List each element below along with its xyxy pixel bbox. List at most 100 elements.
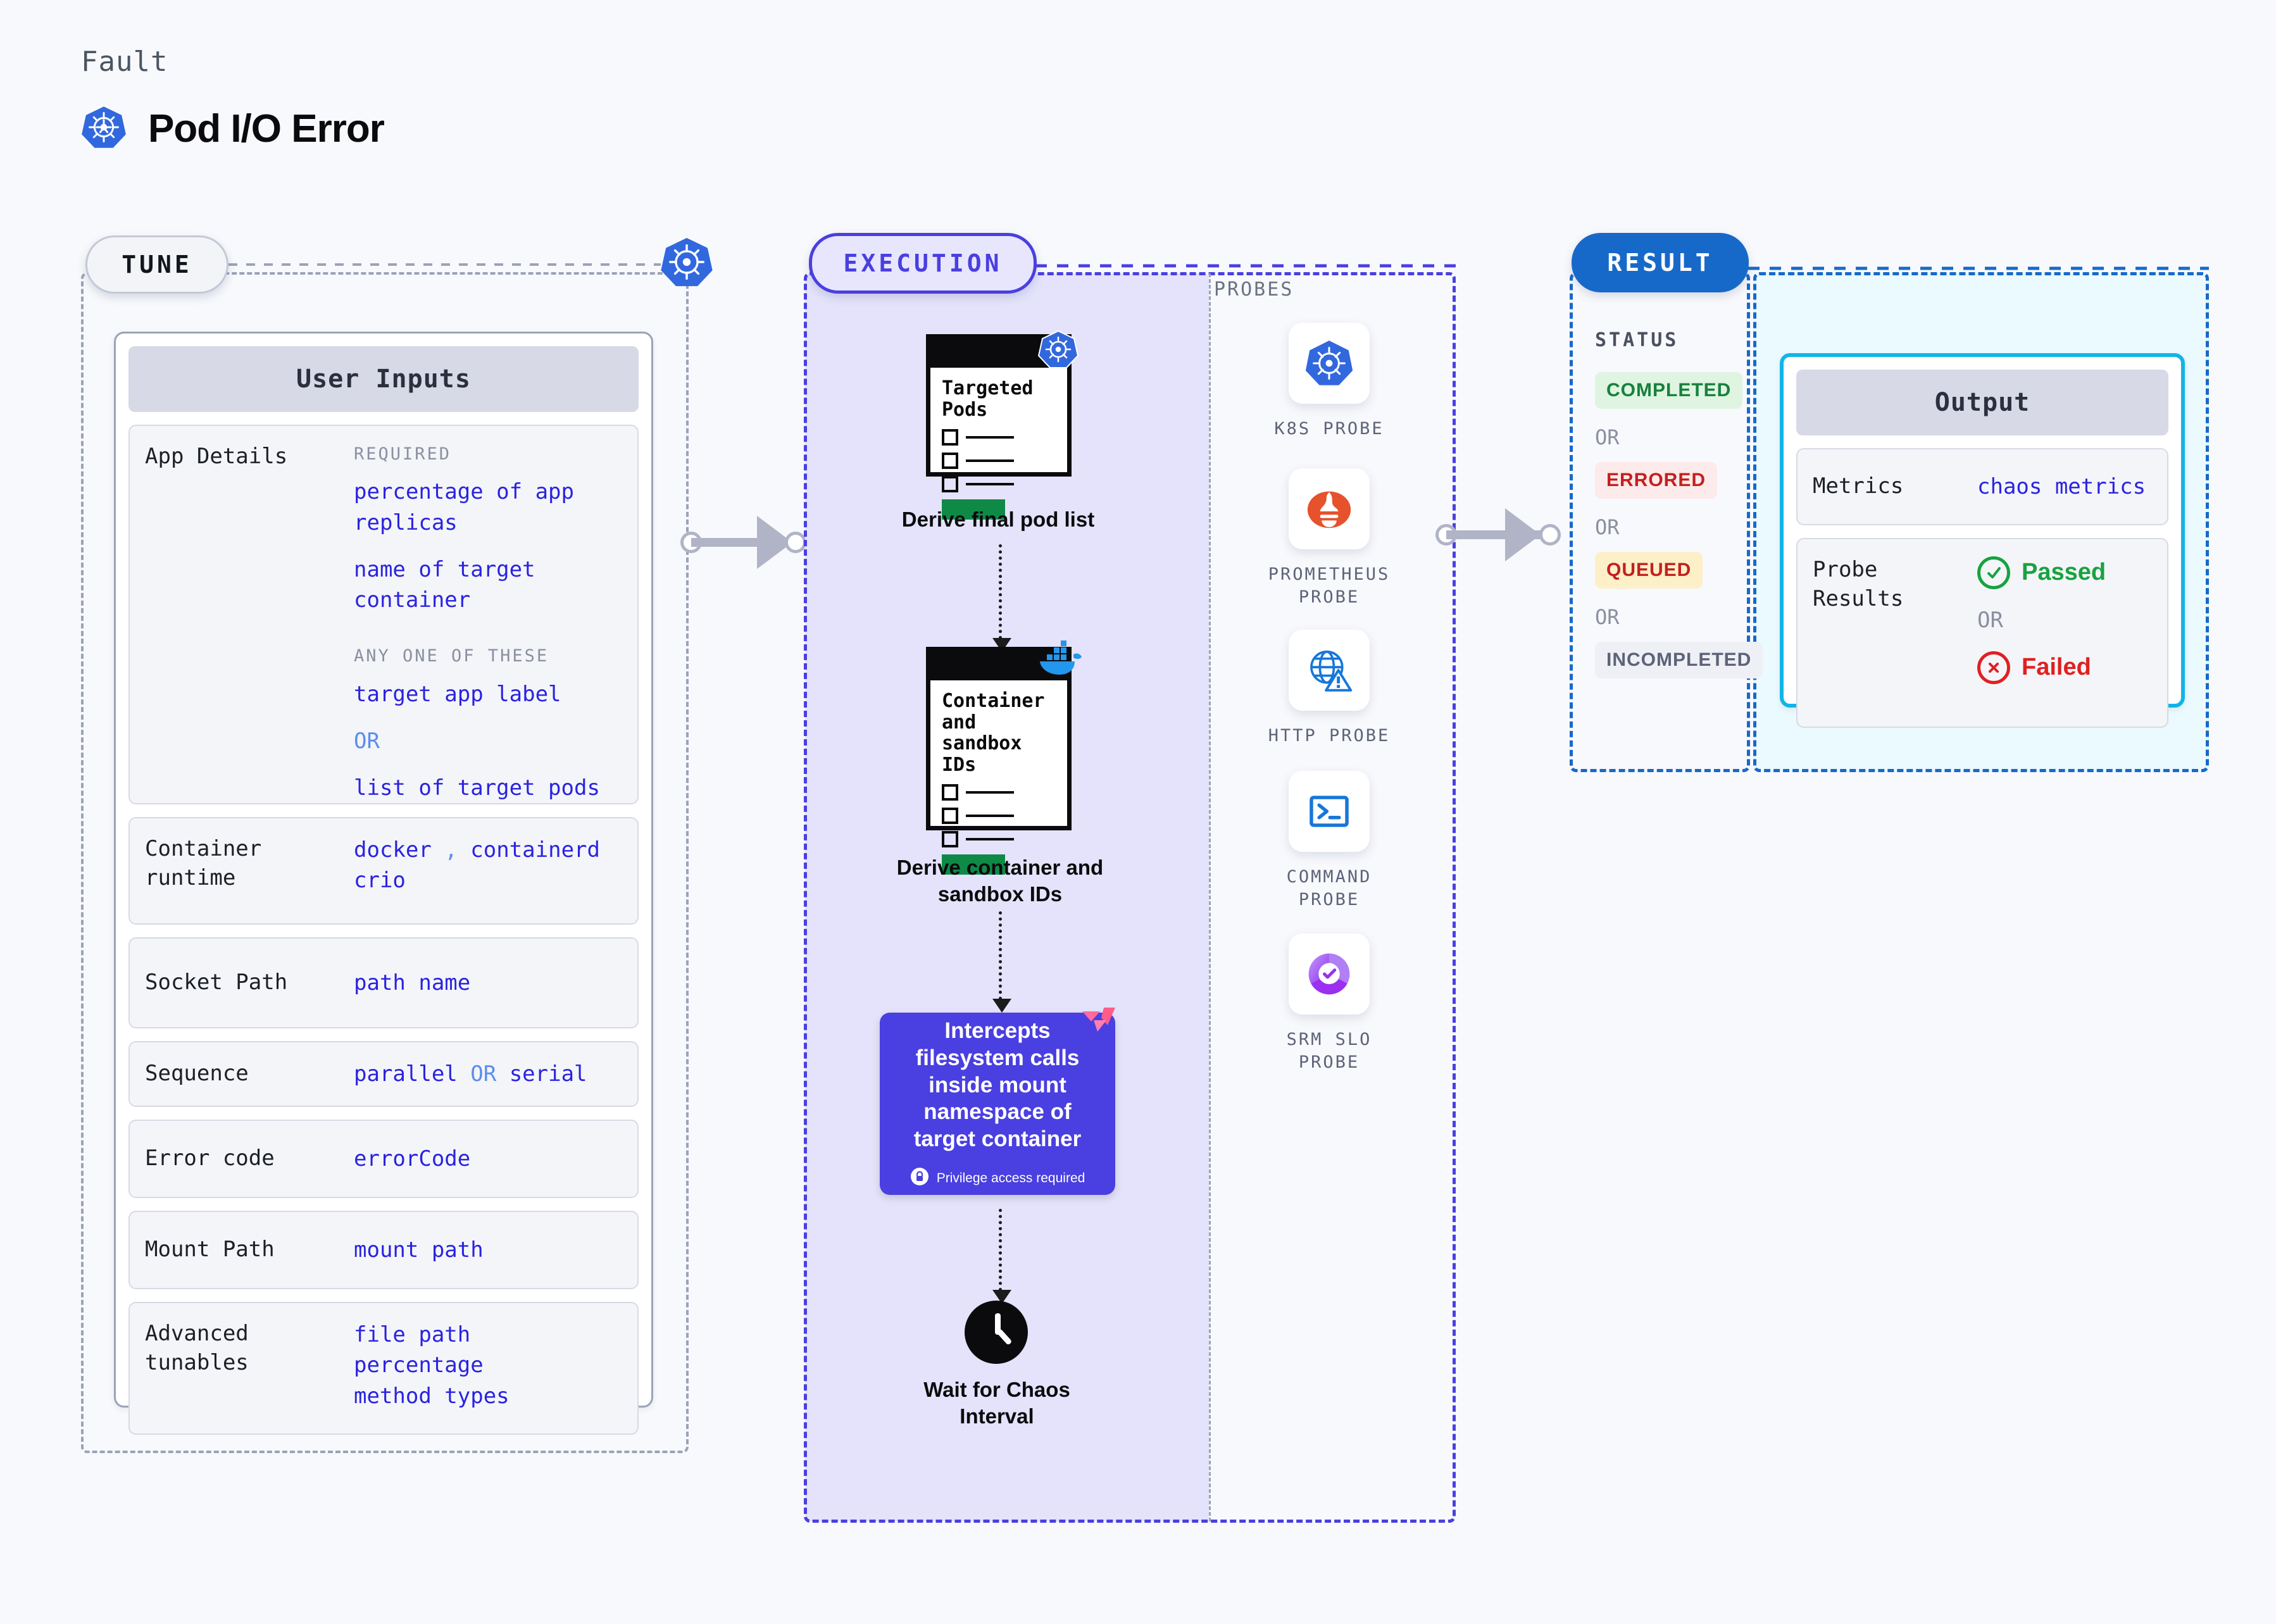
docker-icon [1037, 638, 1085, 677]
checkbox-icon [942, 476, 958, 493]
output-card-title: Output [1796, 370, 2168, 435]
probe-item-http[interactable]: HTTP PROBE [1263, 630, 1396, 747]
status-badge-errored: ERRORED [1595, 462, 1718, 499]
terminal-icon [1289, 771, 1370, 852]
fault-eyebrow-label: Fault [81, 46, 168, 78]
chaos-description: Intercepts filesystem calls inside mount… [913, 1018, 1082, 1152]
field-label: Container runtime [145, 836, 262, 890]
value-containerd: containerd [470, 837, 600, 863]
line-placeholder [966, 459, 1014, 463]
status-badge-incompleted: INCOMPLETED [1595, 642, 1763, 678]
checkbox-icon [942, 429, 958, 446]
field-advanced-tunables[interactable]: Advanced tunables file path percentage m… [128, 1302, 639, 1435]
status-or-2: OR [1595, 515, 1620, 539]
status-section-label: STATUS [1595, 329, 1679, 351]
kubernetes-icon [1289, 323, 1370, 404]
probe-item-prometheus[interactable]: PROMETHEUS PROBE [1263, 468, 1396, 609]
any-one-caption: ANY ONE OF THESE [354, 646, 549, 666]
field-label: Socket Path [145, 970, 288, 996]
output-card: Output Metrics chaos metrics Probe Resul… [1780, 353, 2185, 728]
field-label: Advanced tunables [145, 1321, 249, 1375]
field-socket-path[interactable]: Socket Path path name [128, 937, 639, 1028]
kubernetes-icon [81, 104, 127, 153]
required-caption: REQUIRED [354, 444, 452, 464]
srm-slo-icon [1289, 934, 1370, 1015]
x-circle-icon [1977, 651, 2010, 685]
value-percentage-replicas: percentage of app replicas [354, 479, 574, 535]
execution-section [804, 272, 1456, 1523]
green-bar-indicator [942, 499, 1005, 520]
result-pill-label: RESULT [1572, 233, 1749, 292]
privilege-note-row: Privilege access required [910, 1167, 1085, 1190]
probe-result-failed: Failed [2022, 654, 2091, 681]
probes-section-label: PROBES [1214, 278, 1294, 301]
field-app-details[interactable]: App Details REQUIRED percentage of app r… [128, 425, 639, 804]
value-errorcode: errorCode [354, 1146, 471, 1171]
value-percentage: percentage [354, 1352, 484, 1378]
checkbox-icon [942, 453, 958, 470]
field-label: Mount Path [145, 1237, 275, 1263]
step-caption-derive-ids: Derive container and sandbox IDs [896, 856, 1104, 906]
status-badge-queued: QUEUED [1595, 552, 1703, 589]
value-method-types: method types [354, 1383, 510, 1409]
value-file-path: file path [354, 1322, 471, 1347]
probe-label: HTTP PROBE [1268, 726, 1391, 746]
green-bar-indicator [942, 854, 1005, 875]
line-placeholder [966, 483, 1014, 486]
probe-result-passed: Passed [2022, 559, 2106, 585]
flow-arrow-1 [992, 544, 1011, 652]
value-parallel: parallel [354, 1061, 458, 1087]
probe-item-k8s[interactable]: K8S PROBE [1263, 323, 1396, 440]
execution-pill-label: EXECUTION [809, 233, 1037, 294]
clock-icon [965, 1301, 1028, 1364]
value-list-target-pods: list of target pods [354, 775, 600, 801]
value-or: OR [354, 728, 380, 754]
value-crio: crio [354, 868, 406, 894]
status-or-1: OR [1595, 425, 1620, 449]
line-placeholder [966, 436, 1014, 439]
targeted-pods-card-title: Targeted Pods [942, 377, 1034, 421]
value-or: OR [470, 1061, 497, 1087]
probes-divider [1209, 273, 1211, 1521]
connector-end-dot-2 [1539, 524, 1561, 546]
fault-title-row: Pod I/O Error [81, 104, 385, 153]
probe-label: PROMETHEUS PROBE [1268, 565, 1391, 608]
field-mount-path[interactable]: Mount Path mount path [128, 1211, 639, 1289]
probe-results-label: Probe Results [1813, 557, 1904, 611]
field-sequence[interactable]: Sequence parallel OR serial [128, 1041, 639, 1107]
line-placeholder [966, 838, 1014, 841]
metrics-value: chaos metrics [1977, 473, 2146, 499]
probe-label: COMMAND PROBE [1286, 867, 1372, 910]
probe-item-srm-slo[interactable]: SRM SLO PROBE [1263, 934, 1396, 1075]
container-sandbox-card-title: Container and sandbox IDs [942, 690, 1045, 776]
privilege-note-text: Privilege access required [936, 1170, 1085, 1185]
chaos-injection-card: Intercepts filesystem calls inside mount… [880, 1008, 1115, 1195]
probe-label: SRM SLO PROBE [1286, 1030, 1372, 1073]
checkbox-icon [942, 808, 958, 825]
step-caption-derive-pods: Derive final pod list [901, 508, 1095, 531]
flow-arrow-2 [992, 911, 1011, 1013]
value-docker: docker [354, 837, 432, 863]
value-comma: , [444, 837, 458, 863]
value-path-name: path name [354, 970, 471, 996]
step-caption-wait: Wait for Chaos Interval [923, 1378, 1070, 1428]
value-serial: serial [509, 1061, 587, 1087]
kubernetes-icon [660, 235, 713, 289]
page-title: Pod I/O Error [148, 107, 385, 151]
tune-pill-label: TUNE [85, 235, 228, 294]
user-inputs-card-title: User Inputs [128, 346, 639, 412]
field-container-runtime[interactable]: Container runtime docker , containerd cr… [128, 817, 639, 925]
probe-result-or: OR [1977, 607, 2003, 633]
lock-icon [910, 1167, 929, 1190]
field-probe-results[interactable]: Probe Results Passed OR Failed [1796, 538, 2168, 728]
probe-item-command[interactable]: COMMAND PROBE [1263, 771, 1396, 912]
field-label: Sequence [145, 1061, 249, 1087]
check-circle-icon [1977, 556, 2010, 589]
field-error-code[interactable]: Error code errorCode [128, 1120, 639, 1198]
line-placeholder [966, 791, 1014, 794]
kubernetes-icon [1037, 329, 1079, 370]
flow-arrow-3 [992, 1209, 1011, 1304]
connector-end-dot-1 [785, 532, 806, 553]
status-badge-completed: COMPLETED [1595, 372, 1743, 409]
field-metrics[interactable]: Metrics chaos metrics [1796, 448, 2168, 525]
